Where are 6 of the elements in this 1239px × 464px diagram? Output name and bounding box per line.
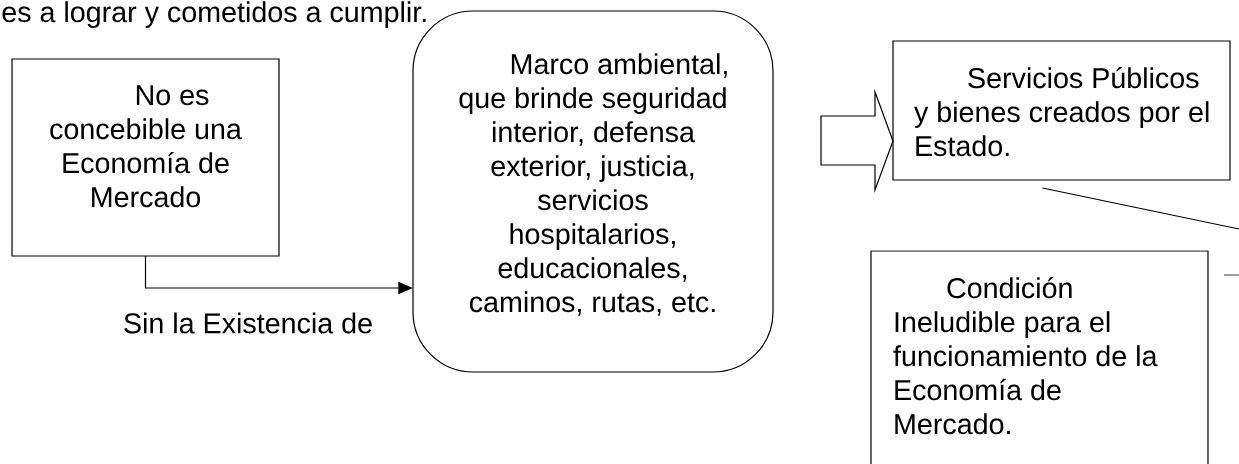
edge-label: Sin la Existencia de (124, 312, 372, 334)
block-arrow (820, 88, 894, 194)
process-box: No es concebible una Economía de Mercado (11, 58, 280, 257)
process-box: Servicios Públicos y bienes creados por el Estado. (892, 40, 1231, 181)
connector-line (1041, 187, 1239, 230)
process-box: Condición Ineludible para el funcionamiento de la Economía de Mercado. (870, 250, 1209, 464)
